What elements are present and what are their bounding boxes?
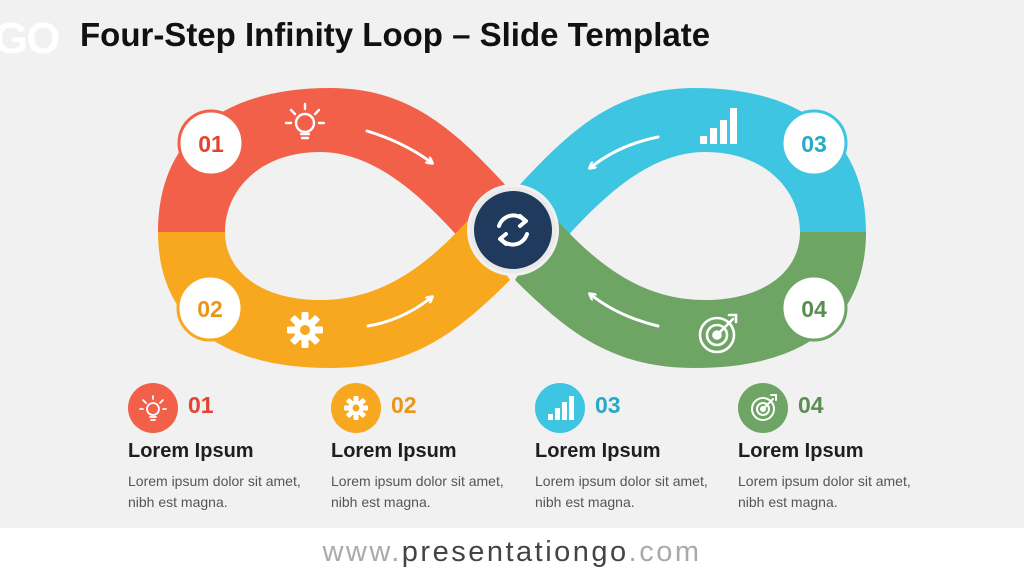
card-heading: Lorem Ipsum: [535, 440, 661, 462]
step-marker-01: 01: [177, 109, 245, 177]
card-heading: Lorem Ipsum: [128, 440, 254, 462]
card-body: Lorem ipsum dolor sit amet, nibh est mag…: [331, 473, 504, 510]
card-number: 03: [595, 392, 621, 418]
card-body: Lorem ipsum dolor sit amet, nibh est mag…: [738, 473, 911, 510]
loop-segment-04: [515, 218, 866, 368]
step-number-03: 03: [801, 131, 827, 157]
step-card-01: 01 Lorem Ipsum Lorem ipsum dolor sit ame…: [128, 383, 318, 510]
lightbulb-icon: [284, 102, 326, 140]
lightbulb-icon: [139, 395, 167, 421]
gear-icon: [344, 396, 368, 420]
card-number: 02: [391, 392, 417, 418]
refresh-icon: [497, 213, 529, 247]
step-card-03: 03 Lorem Ipsum Lorem ipsum dolor sit ame…: [535, 383, 725, 510]
footer-url: www.presentationgo.com: [0, 528, 1024, 576]
flow-arrow-01: [365, 129, 432, 163]
step-number-04: 04: [801, 296, 827, 322]
step-marker-03: 03: [780, 109, 848, 177]
loop-segment-01: [158, 88, 510, 250]
step-number-02: 02: [197, 296, 223, 322]
card-heading: Lorem Ipsum: [331, 440, 457, 462]
footer-brand: presentationgo: [401, 535, 629, 568]
footer-suffix: .com: [628, 535, 702, 568]
footer-prefix: www.: [322, 535, 402, 568]
loop-segment-02: [158, 218, 510, 368]
bar-chart-icon: [700, 108, 737, 144]
center-hub: [467, 184, 559, 276]
step-marker-02: 02: [176, 274, 244, 342]
step-marker-04: 04: [780, 274, 848, 342]
step-number-01: 01: [198, 131, 224, 157]
card-badge-02: [331, 383, 381, 433]
step-card-04: 04 Lorem Ipsum Lorem ipsum dolor sit ame…: [738, 383, 928, 510]
card-heading: Lorem Ipsum: [738, 440, 864, 462]
infinity-loop-diagram: 01 02 03 04: [158, 88, 866, 368]
card-number: 01: [188, 392, 214, 418]
target-icon: [698, 313, 738, 354]
loop-segment-03: [515, 88, 866, 250]
card-body: Lorem ipsum dolor sit amet, nibh est mag…: [535, 473, 708, 510]
step-card-02: 02 Lorem Ipsum Lorem ipsum dolor sit ame…: [331, 383, 521, 510]
card-number: 04: [798, 392, 824, 418]
card-body: Lorem ipsum dolor sit amet, nibh est mag…: [128, 473, 301, 510]
bar-chart-icon: [548, 396, 574, 420]
flow-arrow-02: [366, 297, 432, 328]
card-badge-03: [535, 383, 585, 433]
card-badge-04: [738, 383, 788, 433]
gear-icon: [287, 312, 323, 348]
page-title: Four-Step Infinity Loop – Slide Template: [80, 16, 711, 53]
flow-arrow-03: [590, 135, 660, 168]
card-badge-01: [128, 383, 178, 433]
logo-fragment: GO: [0, 14, 60, 63]
flow-arrow-04: [590, 294, 660, 328]
step-cards: 01 Lorem Ipsum Lorem ipsum dolor sit ame…: [128, 383, 948, 523]
target-icon: [751, 394, 777, 421]
